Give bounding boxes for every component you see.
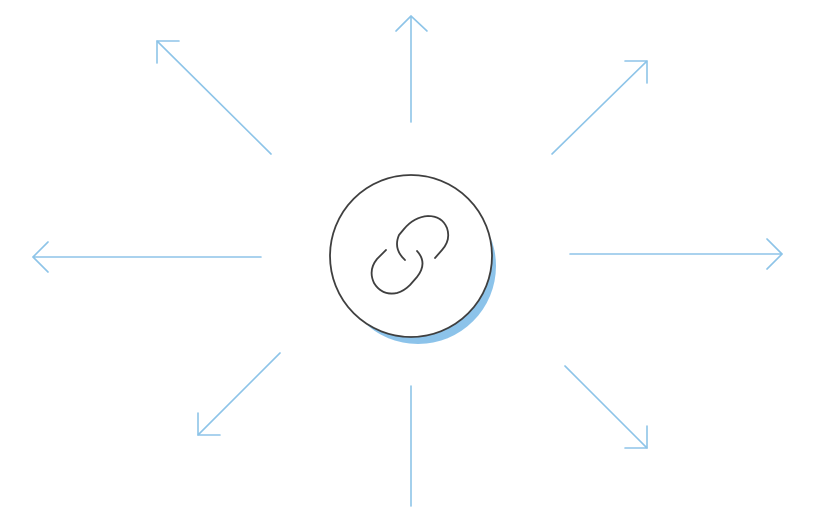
- arrow-up-left: [156, 40, 272, 155]
- hub-circle: [329, 174, 493, 338]
- arrow-down-left: [197, 352, 281, 436]
- arrow-up: [395, 15, 428, 123]
- arrow-up-right: [551, 60, 648, 155]
- hub: [329, 174, 496, 344]
- radiating-arrows: [32, 15, 783, 507]
- arrow-down-right: [564, 365, 648, 449]
- link-chain-icon: [370, 215, 450, 295]
- arrow-left: [32, 241, 262, 273]
- arrow-right: [569, 238, 783, 270]
